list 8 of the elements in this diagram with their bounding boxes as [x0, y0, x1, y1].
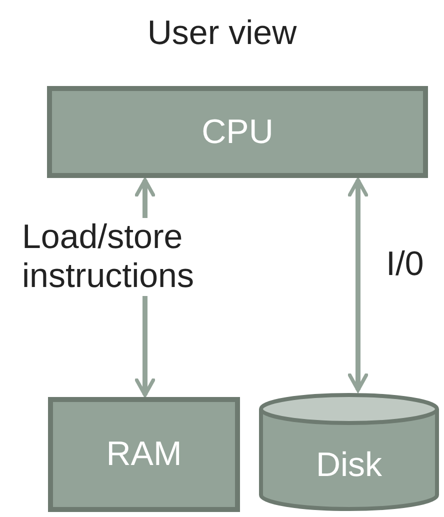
disk-cylinder — [258, 392, 440, 512]
diagram-title: User view — [146, 14, 298, 53]
node-label: CPU — [202, 112, 274, 152]
double-arrow — [348, 178, 368, 392]
memory-box — [48, 397, 240, 512]
node-label: Disk — [316, 446, 382, 484]
processor-box — [47, 86, 428, 178]
node-label: RAM — [106, 435, 182, 474]
